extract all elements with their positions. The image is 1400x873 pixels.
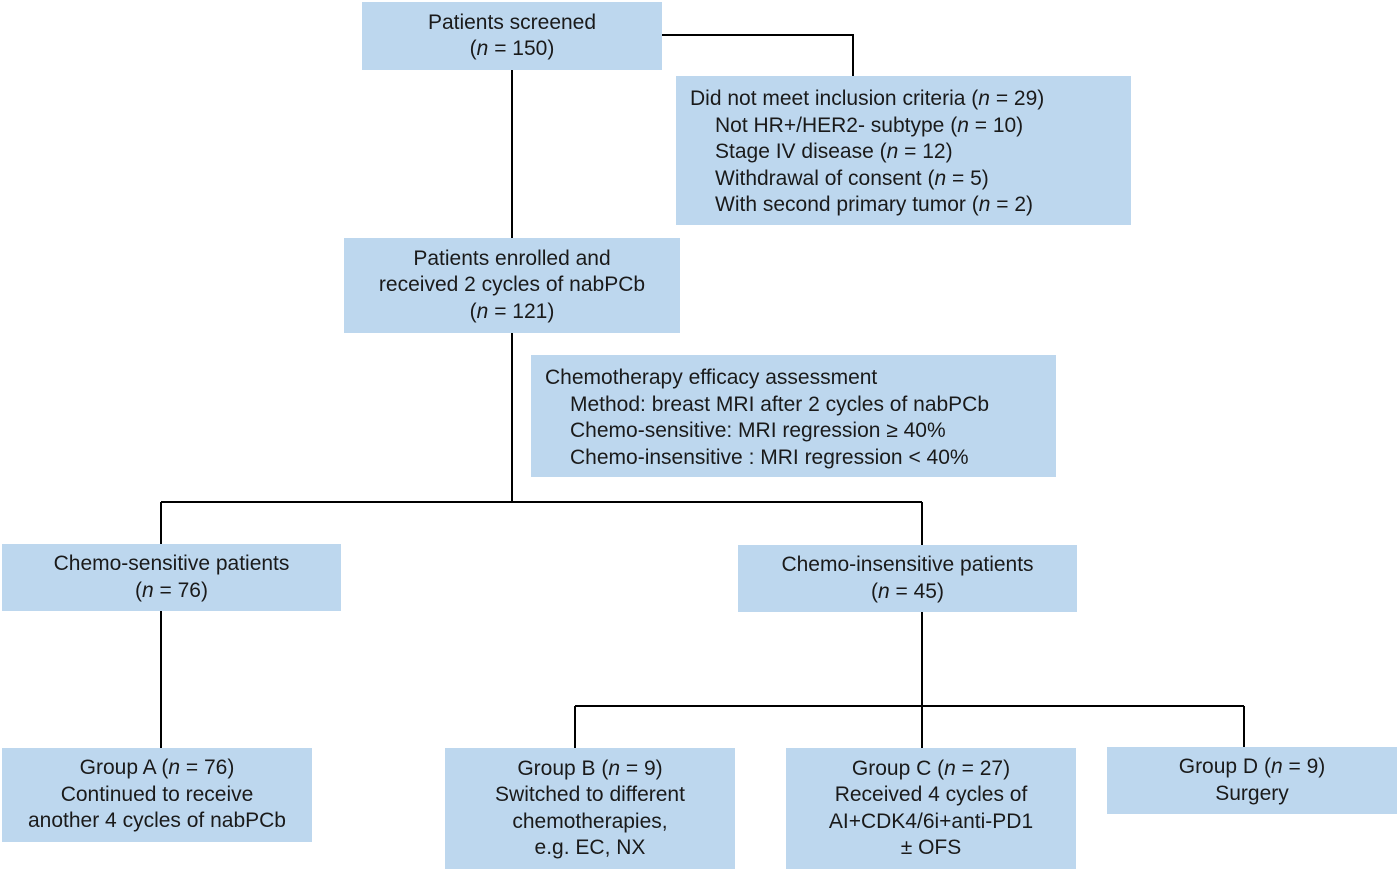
node-item: Withdrawal of consent (n = 5) [715,166,989,190]
node-text-line: Chemo-insensitive patients [781,553,1034,576]
node-efficacy-assessment: Chemotherapy efficacy assessment Method:… [531,355,1056,477]
node-item: Chemo-sensitive: MRI regression ≥ 40% [570,419,946,442]
node-group-d: Group D (n = 9) Surgery [1107,747,1397,814]
node-text-line: Patients enrolled and [413,246,611,270]
node-text-line: (n = 45) [871,579,944,603]
node-text-line: Continued to receive [60,782,254,806]
node-text-line: Group D (n = 9) [1178,755,1326,778]
node-item: Not HR+/HER2- subtype (n = 10) [715,113,1024,137]
node-chemo-insensitive: Chemo-insensitive patients (n = 45) [738,545,1077,612]
node-item: Method: breast MRI after 2 cycles of nab… [570,392,990,416]
node-patients-enrolled: Patients enrolled and received 2 cycles … [344,238,680,333]
node-text-line: Chemo-sensitive patients [53,552,290,575]
node-text-line: chemotherapies, [512,809,668,833]
node-text-line: AI+CDK4/6i+anti-PD1 [828,809,1034,833]
node-text-line: e.g. EC, NX [534,836,646,859]
node-patients-screened: Patients screened (n = 150) [362,2,662,70]
node-text-line: Surgery [1215,781,1289,805]
node-excluded: Did not meet inclusion criteria (n = 29)… [676,76,1131,225]
node-text-line: Group C (n = 27) [851,756,1011,780]
node-text-line: Patients screened [427,10,597,34]
node-group-a: Group A (n = 76) Continued to receive an… [2,748,312,842]
connector-screened-to-excluded [662,34,854,76]
node-text-line: (n = 121) [469,299,555,323]
node-text-line: Received 4 cycles of [834,783,1028,806]
node-text-line: Group B (n = 9) [517,756,663,780]
node-text-line: another 4 cycles of nabPCb [28,809,286,833]
node-item: With second primary tumor (n = 2) [715,193,1034,216]
node-text-line: Group A (n = 76) [79,756,235,780]
node-chemo-sensitive: Chemo-sensitive patients (n = 76) [2,544,341,611]
node-title: Chemotherapy efficacy assessment [545,366,878,389]
node-text-line: ± OFS [900,836,962,859]
node-title: Did not meet inclusion criteria (n = 29) [690,87,1045,110]
node-item: Stage IV disease (n = 12) [715,140,953,163]
node-item: Chemo-insensitive : MRI regression < 40% [570,445,969,469]
node-group-b: Group B (n = 9) Switched to different ch… [445,748,735,869]
node-text-line: received 2 cycles of nabPCb [378,273,646,297]
node-group-c: Group C (n = 27) Received 4 cycles of AI… [786,748,1076,869]
node-text-line: (n = 150) [469,37,555,60]
node-text-line: (n = 76) [135,578,208,602]
node-text-line: Switched to different [495,783,685,806]
